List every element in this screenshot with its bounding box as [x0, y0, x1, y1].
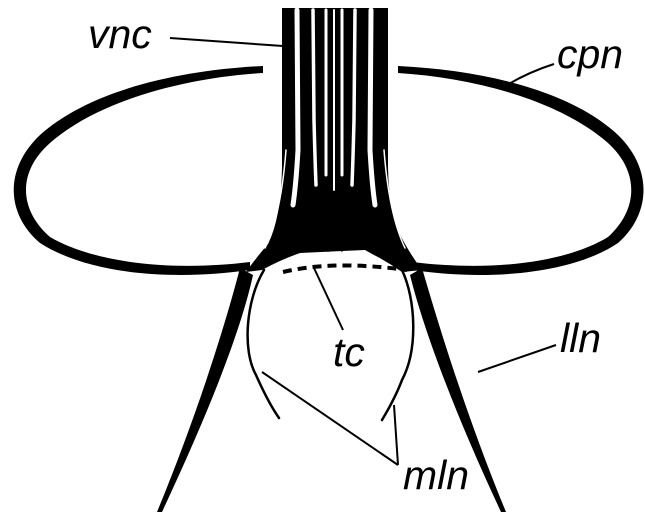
lln-left [157, 268, 253, 512]
mln-leader-left [262, 372, 398, 465]
cpn-right-loop [398, 66, 644, 275]
label-vnc: vnc [88, 14, 152, 55]
cpn-leader [502, 64, 554, 88]
cpn-left-loop [14, 66, 263, 275]
lln-leader [478, 345, 556, 372]
label-cpn: cpn [557, 34, 623, 75]
label-tc: tc [333, 332, 365, 373]
ventral-nerve-cord [246, 8, 422, 272]
vnc-leader [170, 38, 283, 46]
mln-left [248, 270, 279, 418]
mln-leader-right [394, 405, 398, 465]
label-lln: lln [560, 318, 601, 359]
mln-right [382, 270, 413, 420]
transverse-commissure [283, 265, 407, 272]
medial-longitudinal-nerve [248, 270, 414, 420]
label-mln: mln [403, 455, 469, 496]
tc-leader [314, 268, 343, 330]
